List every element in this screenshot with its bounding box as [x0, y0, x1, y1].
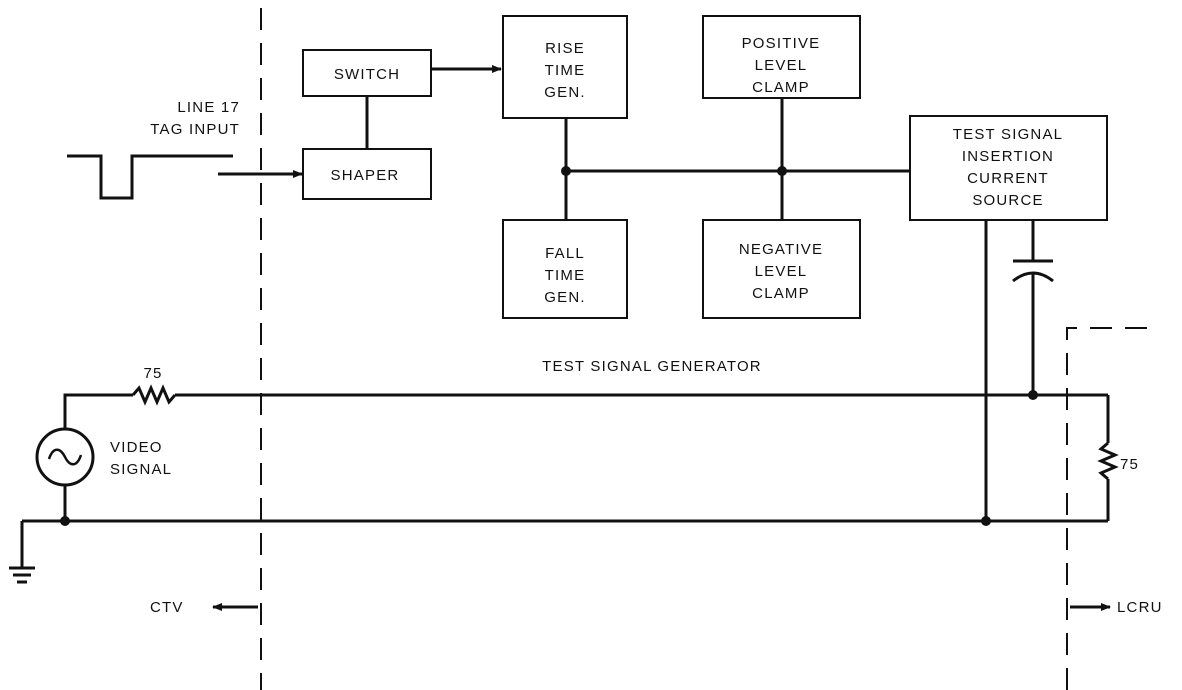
- shaper-label: SHAPER: [331, 167, 400, 184]
- ground-node-left: [60, 516, 70, 526]
- switch-label: SWITCH: [334, 66, 400, 83]
- tag-input-label-2: TAG INPUT: [150, 121, 240, 138]
- rise-label-2: TIME: [545, 62, 586, 79]
- ground-symbol-icon: [9, 566, 35, 584]
- fall-label-2: TIME: [545, 267, 586, 284]
- fall-label-3: GEN.: [544, 289, 585, 306]
- insertion-label-2: INSERTION: [962, 148, 1054, 165]
- tag-input-label-1: LINE 17: [177, 99, 240, 116]
- bus-node-right: [777, 166, 787, 176]
- tag-pulse-waveform: [67, 154, 233, 200]
- load-resistor: [1097, 441, 1119, 481]
- neg-clamp-label-2: LEVEL: [755, 263, 808, 280]
- lcru-boundary-line: [1066, 327, 1160, 690]
- bus-node-left: [561, 166, 571, 176]
- fall-time-gen-block: [502, 219, 628, 319]
- fall-label-1: FALL: [545, 245, 585, 262]
- pos-clamp-label-1: POSITIVE: [742, 35, 821, 52]
- rise-label-1: RISE: [545, 40, 585, 57]
- neg-clamp-label-1: NEGATIVE: [739, 241, 823, 258]
- video-label-2: SIGNAL: [110, 461, 172, 478]
- insertion-source-block: [909, 115, 1108, 221]
- source-resistor: [131, 384, 177, 406]
- pos-clamp-label-3: CLAMP: [752, 79, 810, 96]
- positive-level-clamp-block: [702, 15, 861, 99]
- insertion-label-4: SOURCE: [972, 192, 1043, 209]
- switch-block: [302, 49, 432, 97]
- generator-label: TEST SIGNAL GENERATOR: [542, 358, 762, 375]
- insertion-label-1: TEST SIGNAL: [953, 126, 1063, 143]
- negative-level-clamp-block: [702, 219, 861, 319]
- sine-icon: [47, 448, 83, 466]
- source-resistor-value: 75: [143, 365, 162, 382]
- rise-label-3: GEN.: [544, 84, 585, 101]
- insertion-label-3: CURRENT: [967, 170, 1049, 187]
- neg-clamp-label-3: CLAMP: [752, 285, 810, 302]
- rise-time-gen-block: [502, 15, 628, 119]
- video-line-left: [63, 393, 133, 430]
- video-label-1: VIDEO: [110, 439, 163, 456]
- lcru-label: LCRU: [1117, 599, 1163, 616]
- shaper-block: [302, 148, 432, 200]
- pos-clamp-label-2: LEVEL: [755, 57, 808, 74]
- ctv-label: CTV: [150, 599, 184, 616]
- load-resistor-value: 75: [1120, 456, 1139, 473]
